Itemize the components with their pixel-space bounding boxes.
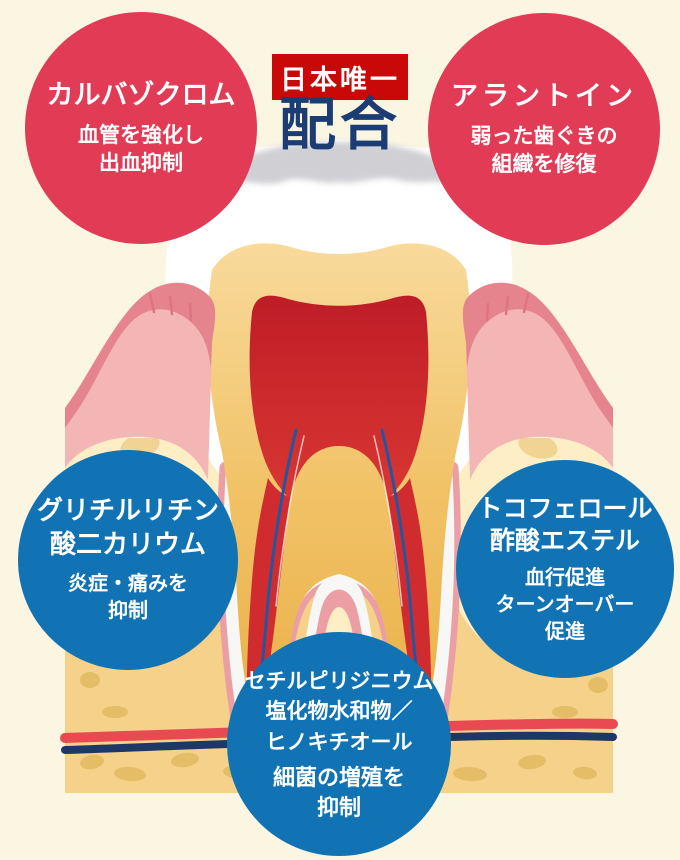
ingredient-bubble-carbazochrome: カルバゾクロム 血管を強化し 出血抑制 — [25, 12, 257, 244]
formulated-headline: 配合 — [279, 91, 401, 158]
pulp-chamber — [249, 295, 429, 500]
ingredient-name: トコフェロール 酢酸エステル — [477, 493, 653, 556]
ingredient-name: アラントイン — [451, 80, 637, 112]
ingredient-bubble-allantoin: アラントイン 弱った歯ぐきの 組織を修復 — [428, 13, 660, 245]
japan-only-badge: 日本唯一 — [272, 54, 408, 100]
ingredient-name: セチルピリジニウム 塩化物水和物／ ヒノキチオール — [244, 667, 434, 754]
ingredient-effect: 炎症・痛みを 抑制 — [68, 573, 188, 623]
ingredient-name: カルバゾクロム — [46, 79, 236, 111]
ingredient-effect: 弱った歯ぐきの 組織を修復 — [470, 124, 618, 177]
ingredient-name: グリチルリチン 酸二カリウム — [36, 495, 219, 560]
ingredient-bubble-cetylpyridinium: セチルピリジニウム 塩化物水和物／ ヒノキチオール 細菌の増殖を 抑制 — [227, 632, 451, 856]
gums — [65, 282, 613, 480]
ingredient-bubble-tocopherol: トコフェロール 酢酸エステル 血行促進 ターンオーバー 促進 — [456, 460, 674, 678]
ingredient-bubble-glycyrrhizinate: グリチルリチン 酸二カリウム 炎症・痛みを 抑制 — [18, 450, 238, 670]
ingredient-effect: 血管を強化し 出血抑制 — [78, 123, 204, 176]
gum-right — [462, 282, 613, 480]
japan-only-badge-label: 日本唯一 — [280, 64, 400, 96]
crown-shadow — [217, 142, 484, 188]
ingredient-effect: 細菌の増殖を 抑制 — [272, 764, 405, 820]
ingredient-effect: 血行促進 ターンオーバー 促進 — [495, 566, 635, 643]
gum-left — [65, 282, 216, 480]
